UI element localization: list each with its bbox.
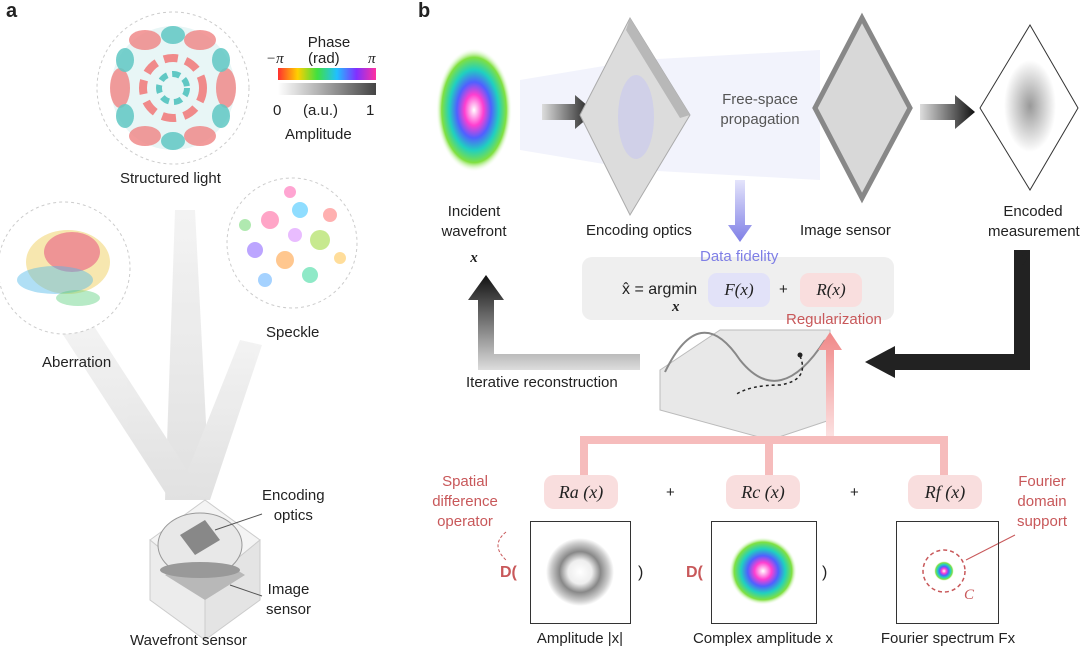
close-paren-1: )	[638, 564, 644, 581]
Rc-pill: Rc (x)	[726, 475, 800, 509]
phase-colorbar	[278, 68, 376, 80]
complex-caption: Complex amplitude x	[692, 630, 834, 647]
eq-R: R(x)	[816, 280, 846, 299]
amplitude-image	[546, 538, 614, 606]
plus-2: +	[850, 484, 859, 501]
spatial-diff-label: Spatial difference operator	[432, 473, 498, 530]
iterative-label: Iterative reconstruction	[466, 374, 618, 391]
phase-title: Phase	[307, 34, 351, 51]
encoded-measurement-image	[979, 24, 1079, 191]
amp-title: Amplitude	[285, 126, 352, 143]
phase-max: π	[368, 51, 376, 67]
eq-F: F(x)	[724, 280, 754, 299]
panel-a-label: a	[6, 0, 18, 22]
encoded-label: Encoded measurement	[988, 203, 1080, 240]
encoding-optics-element	[579, 16, 691, 217]
fourier-spectrum-image	[934, 561, 954, 581]
plus-1: +	[666, 484, 675, 501]
image-sensor-label-b: Image sensor	[800, 222, 891, 239]
beams	[60, 210, 262, 500]
amp-caption: Amplitude |x|	[536, 630, 624, 647]
structured-light-image	[96, 11, 250, 165]
eq-plus: +	[779, 281, 788, 298]
fourier-support-circle	[922, 549, 966, 593]
y-symbol: y	[1022, 250, 1029, 266]
D-operator-2: D(	[686, 564, 703, 581]
incident-wavefront-image	[436, 48, 512, 172]
image-sensor-label-a: Image sensor	[266, 581, 312, 618]
regularization-arrow	[818, 332, 842, 440]
regularizer-connector	[580, 436, 948, 476]
Ra-pill: Ra (x)	[544, 475, 618, 509]
amp-unit: (a.u.)	[303, 102, 339, 119]
amp-max: 1	[366, 102, 375, 119]
x-symbol: x	[470, 250, 478, 266]
forward-arrows	[542, 95, 975, 129]
D-operator-1: D(	[500, 564, 517, 581]
panel-b-label: b	[418, 0, 431, 22]
free-space-label: Free-space propagation	[720, 91, 800, 128]
eq-lhs: x̂ = argmin	[622, 281, 698, 298]
complex-amplitude-image	[729, 537, 797, 605]
structured-light-label: Structured light	[120, 170, 221, 187]
regularization-label: Regularization	[786, 311, 882, 328]
encoding-optics-label-a: Encoding optics	[262, 487, 325, 524]
incident-label: Incident wavefront	[441, 203, 507, 240]
measurement-return-arrow	[865, 250, 1030, 378]
encoding-optics-label-b: Encoding optics	[586, 222, 692, 239]
data-fidelity-arrow	[728, 180, 752, 242]
aberration-label: Aberration	[42, 354, 112, 371]
Rf-pill: Rf (x)	[908, 475, 982, 509]
amp-min: 0	[273, 102, 282, 119]
loss-landscape	[659, 329, 831, 441]
fourier-support-label: Fourier domain support	[1016, 473, 1068, 530]
phase-unit: (rad)	[308, 50, 340, 67]
eq-sub: x	[672, 299, 680, 315]
image-sensor-element	[812, 12, 913, 204]
aberration-image	[0, 201, 131, 335]
fourier-caption: Fourier spectrum Fx	[880, 630, 1016, 647]
close-paren-2: )	[822, 564, 828, 581]
C-symbol: C	[964, 587, 975, 603]
speckle-label: Speckle	[266, 324, 320, 341]
amplitude-colorbar	[278, 83, 376, 95]
fourier-frame	[896, 521, 999, 624]
speckle-image	[226, 177, 358, 309]
iterative-arrow	[468, 275, 640, 370]
complex-frame	[711, 521, 817, 624]
wavefront-sensor-device	[149, 499, 263, 641]
phase-min: −π	[266, 51, 284, 67]
amplitude-frame	[530, 521, 631, 624]
data-fidelity-label: Data fidelity	[700, 248, 779, 265]
wavefront-sensor-label: Wavefront sensor	[130, 632, 247, 649]
